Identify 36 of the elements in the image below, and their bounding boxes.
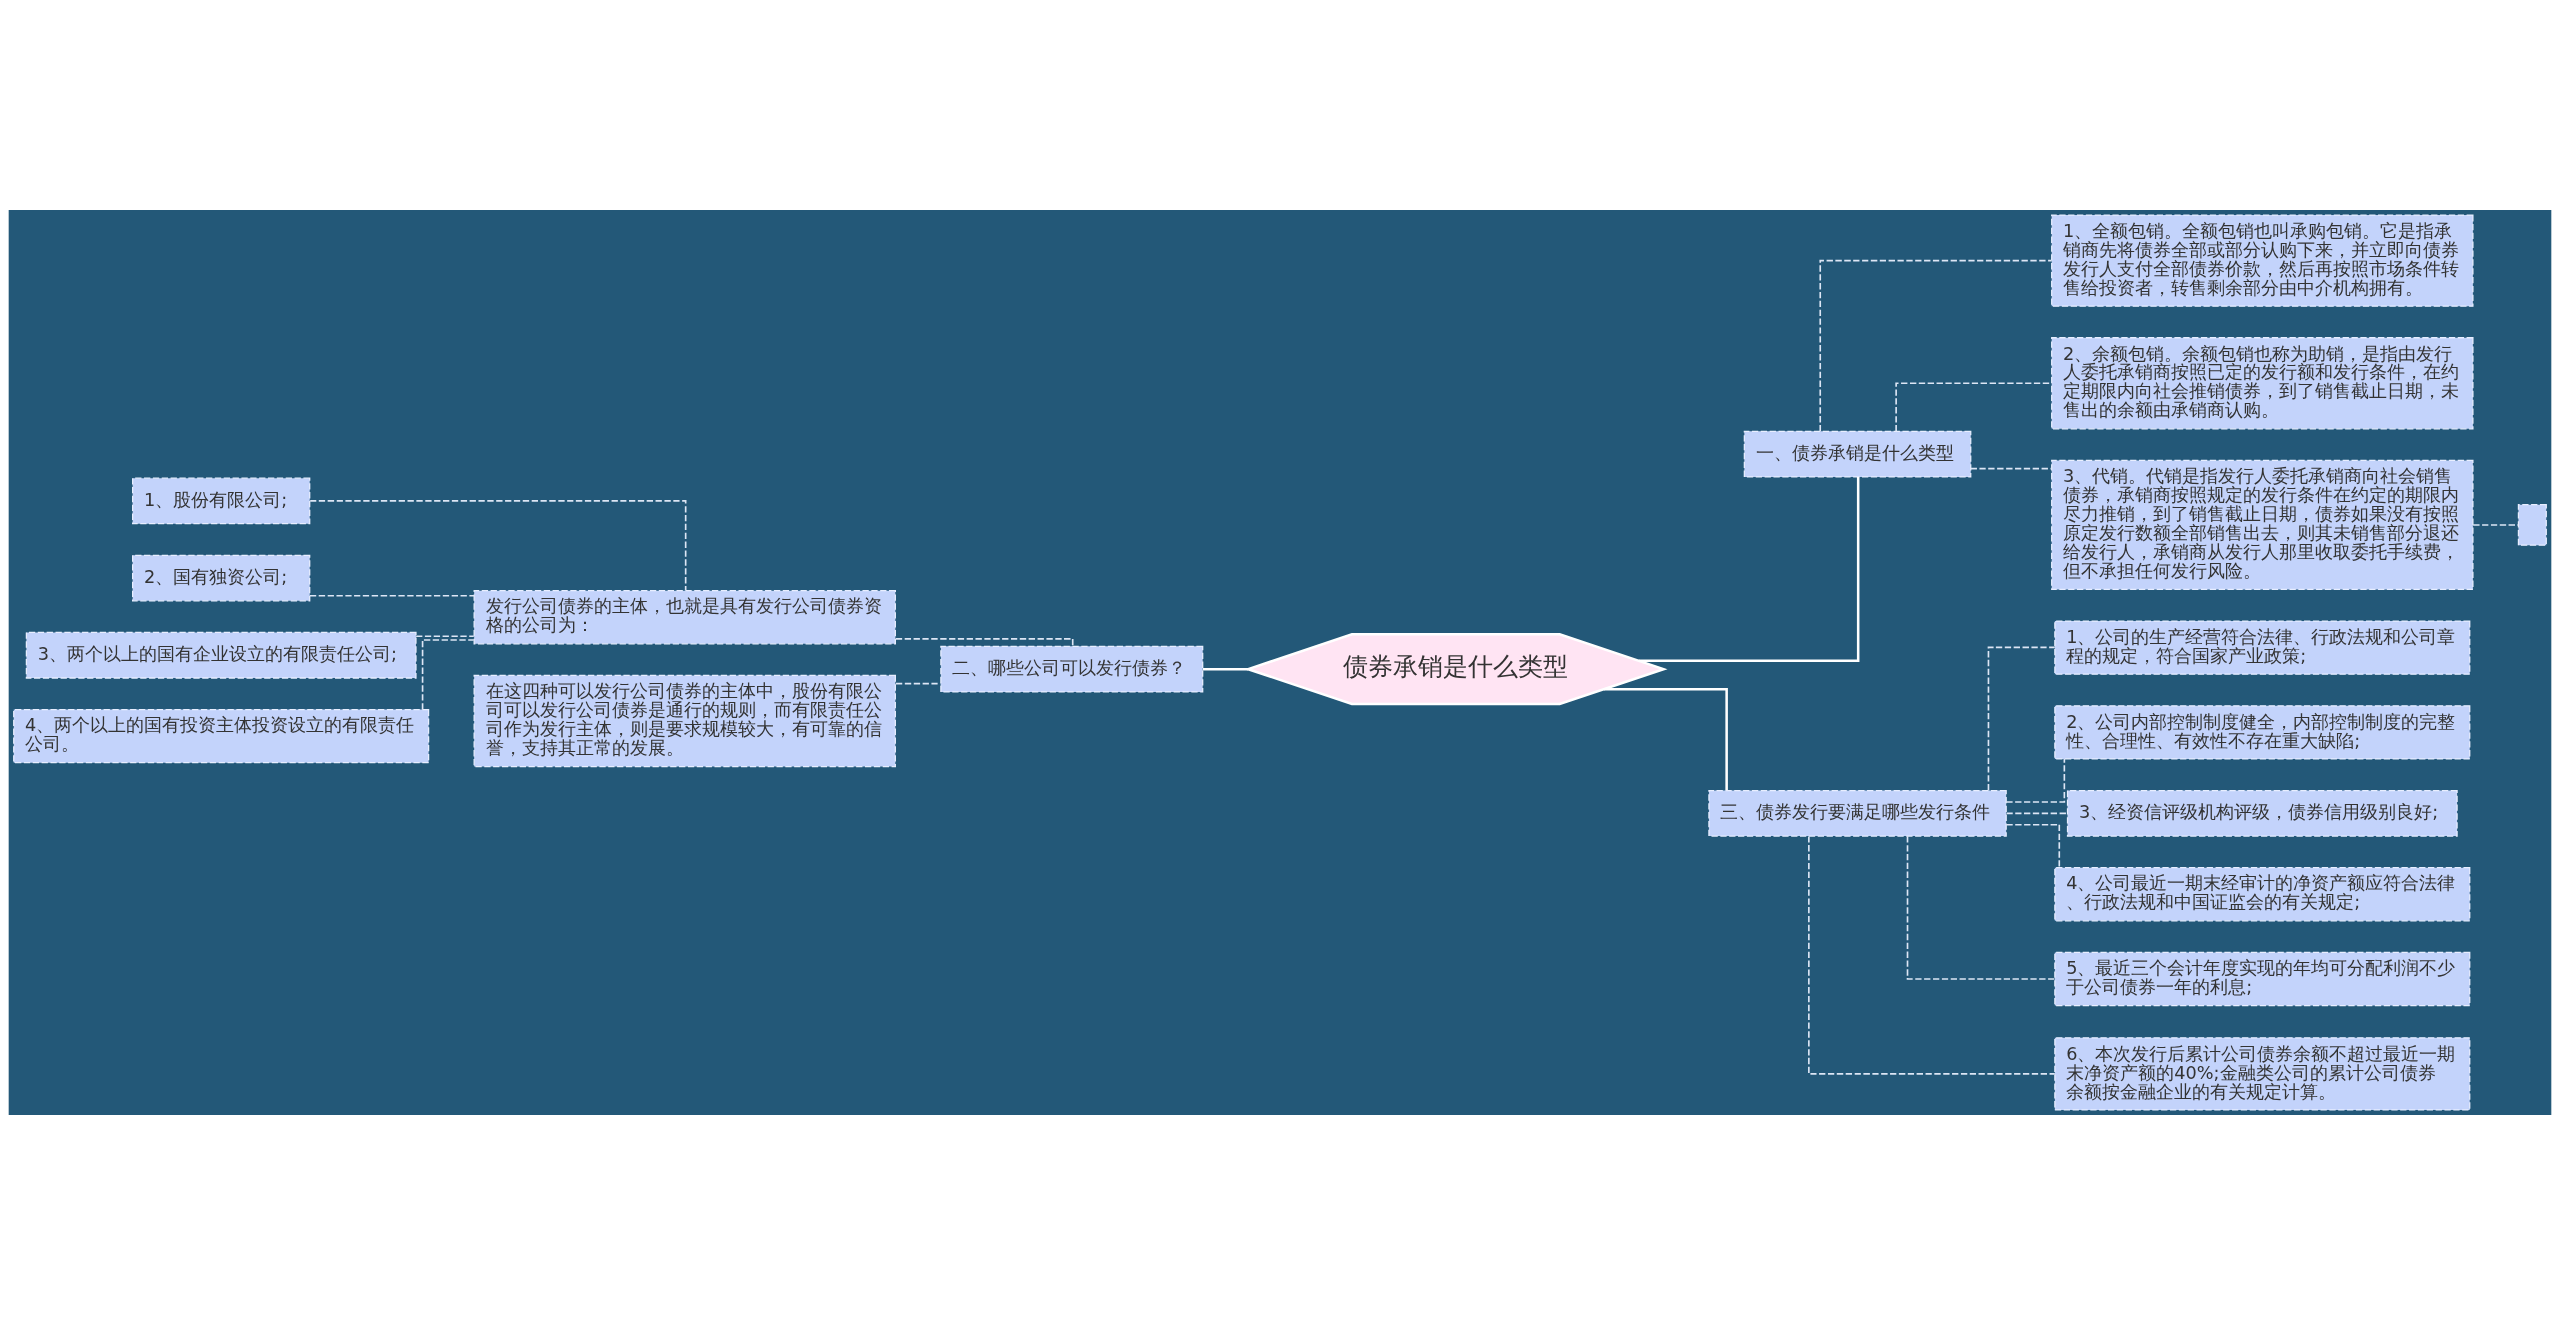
node-box: 6、本次发行后累计公司债券余额不超过最近一期末净资产额的40%;金融类公司的累计公司债券余额按金融企业的有关规定计算。 [2054,1037,2471,1111]
node-box: 4、两个以上的国有投资主体投资设立的有限责任公司。 [13,709,430,764]
node-box: 5、最近三个会计年度实现的年均可分配利润不少于公司债券一年的利息; [2054,951,2471,1007]
node-box: 1、公司的生产经营符合法律、行政法规和公司章程的规定，符合国家产业政策; [2054,620,2471,675]
connector [309,594,475,597]
connector [1808,835,2056,1075]
node-box: 4、公司最近一期末经审计的净资产额应符合法律、行政法规和中国证监会的有关规定; [2054,867,2471,922]
node-box: 3、代销。代销是指发行人委托承销商向社会销售债券，承销商按照规定的发行条件在约定的期限内尽力推销，到了销售截止日期，债券如果没有按照原定发行数额全部销售出去，则其未销售部分退还给发行人，承销商从发行人那里收取委托手续费，但不承担任何发行风险。 [2051,459,2474,591]
node-box: 在这四种可以发行公司债券的主体中，股份有限公司可以发行公司债券是通行的规则，而有限责任公司作为发行主体，则是要求规模较大，有可靠的信誉，支持其正常的发展。 [473,674,896,768]
connector [1638,477,1860,663]
node-box: 3、两个以上的国有企业设立的有限责任公司; [25,631,417,679]
connector [1202,667,1249,671]
connector [2005,812,2069,815]
node-box: 三、债券发行要满足哪些发行条件 [1708,789,2007,837]
node-box: 1、股份有限公司; [132,477,311,525]
node-box [2517,504,2547,546]
connector [2005,823,2061,869]
connector [894,638,1074,647]
node-box: 2、国有独资公司; [132,554,311,602]
connector [1987,646,2056,792]
connector [415,635,475,638]
node-box: 二、哪些公司可以发行债券？ [940,645,1204,693]
connector [309,500,687,592]
node-box: 2、公司内部控制制度健全，内部控制制度的完整性、合理性、有效性不存在重大缺陷; [2054,705,2471,760]
node-box: 3、经资信评级机构评级，债券信用级别良好; [2066,789,2458,837]
node-box: 发行公司债券的主体，也就是具有发行公司债券资格的公司为： [473,590,896,645]
connector [1819,259,2053,432]
connector [2472,524,2519,526]
connector [421,639,475,711]
connector [1603,687,1728,790]
connector [1906,835,2056,980]
node-box: 1、全额包销。全额包销也叫承购包销。它是指承销商先将债券全部或部分认购下来，并立即向债券发行人支付全部债券价款，然后再按照市场条件转售给投资者，转售剩余部分由中介机构拥有。 [2051,214,2474,307]
node-box: 一、债券承销是什么类型 [1743,430,1972,478]
connector [2005,758,2066,803]
connector [895,682,942,685]
node-box: 2、余额包销。余额包销也称为助销，是指由发行人委托承销商按照已定的发行额和发行条件，在约定期限内向社会推销债券，到了销售截止日期，未售出的余额由承销商认购。 [2051,337,2474,430]
